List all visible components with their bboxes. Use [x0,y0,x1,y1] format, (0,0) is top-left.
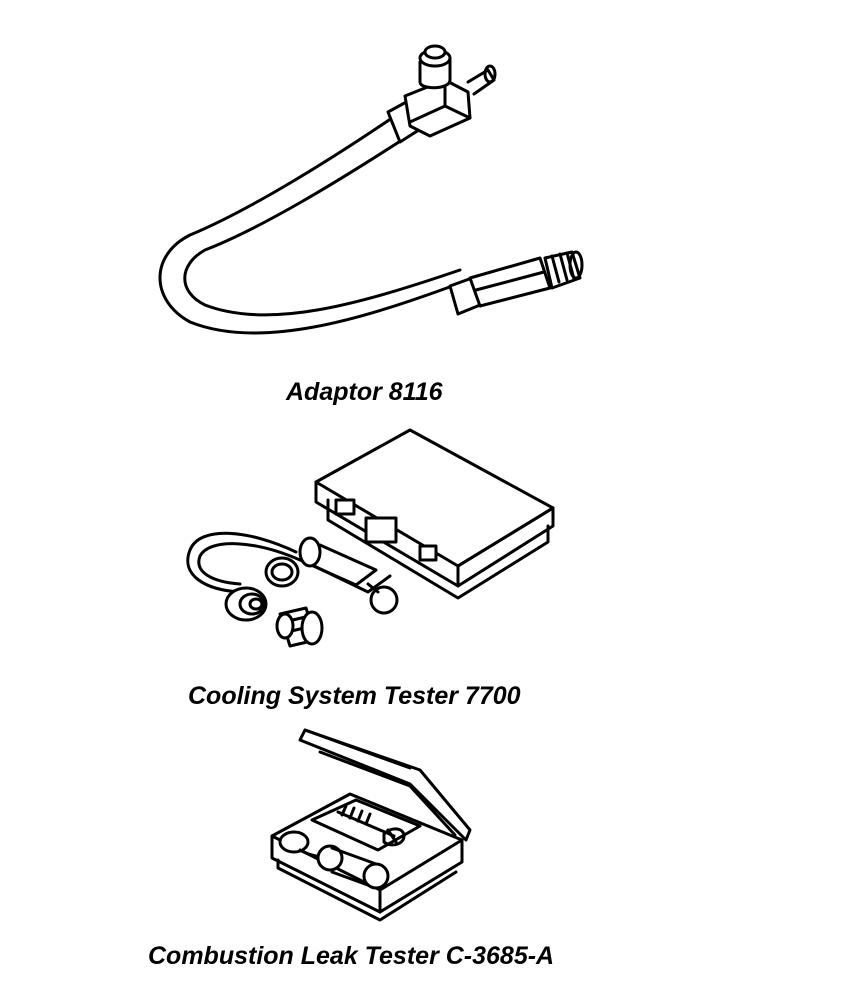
cooling-system-tester-caption: Cooling System Tester 7700 [188,682,521,710]
combustion-leak-tester-caption: Combustion Leak Tester C-3685-A [148,942,555,970]
adaptor-caption: Adaptor 8116 [286,378,443,406]
